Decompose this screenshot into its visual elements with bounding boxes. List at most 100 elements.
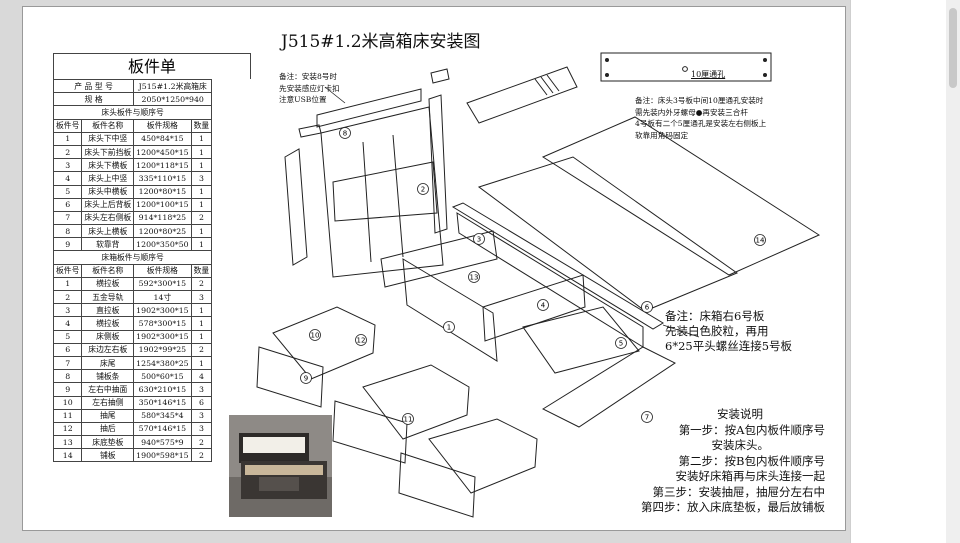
callout-leaders (324, 86, 700, 338)
spec-row: 规 格 2050*1250*940 (52, 92, 213, 107)
drawer-right (398, 418, 538, 518)
box-side-rail (451, 202, 664, 330)
callout-circle (641, 411, 653, 423)
document-page: J515#1.2米高箱床安装图 板件单 产 品 型 号 J515#1.2米高箱床… (22, 6, 846, 531)
right-sidebar (850, 0, 960, 543)
hole-label: 10厘通孔 (691, 70, 726, 79)
board3-note: 备注：床头3号板中间10厘通孔安装时 需先装内外牙螺母●再安装三合杆 4号板有二… (635, 96, 767, 140)
callout-number: 11 (404, 416, 413, 424)
part-no: 2 (52, 289, 83, 305)
bed-slat-14a (541, 116, 821, 276)
callout-number: 13 (470, 274, 479, 282)
box-pad-13b (522, 306, 640, 374)
usb-note: 备注：安装8号时 先安装感应灯卡扣 注意USB位置 (279, 72, 340, 104)
part-no: 6 (52, 197, 83, 212)
parts-list-header: 板件单 (53, 53, 251, 79)
install-step: 第三步：安装抽屉，抽屉分左右中 (652, 484, 826, 499)
callout-number: 8 (343, 130, 347, 138)
callout-circle (300, 372, 312, 384)
install-step: 安装好床箱再与床头连接一起 (675, 469, 826, 483)
callout-circle (339, 127, 351, 139)
model-value: J515#1.2米高箱床 (133, 78, 213, 94)
box-pad-13a (380, 230, 498, 288)
callout-circle (754, 234, 766, 246)
drawer-left (256, 306, 376, 408)
install-step: 第四步：放入床底垫板，最后放铺板 (641, 500, 825, 514)
scrollbar-thumb[interactable] (949, 8, 957, 88)
hole-markers (605, 58, 767, 77)
vertical-scrollbar[interactable] (946, 0, 960, 543)
part-no: 14 (52, 448, 83, 463)
headboard-section-row: 床头板件与顺序号 (52, 105, 213, 120)
headboard-section-title: 床头板件与顺序号 (52, 105, 213, 120)
callout-circle (537, 299, 549, 311)
box-divider (402, 258, 498, 362)
callout-circle (615, 337, 627, 349)
callout-circle (309, 329, 321, 341)
part-no: 10 (52, 395, 83, 410)
install-step: 第二步：按B包内板件顺序号 (678, 453, 825, 468)
callout-number: 7 (645, 414, 649, 422)
model-row: 产 品 型 号 J515#1.2米高箱床 (52, 78, 213, 94)
callout-number: 10 (311, 332, 320, 340)
part-qty: 4 (190, 369, 213, 384)
headboard-top-rail (316, 88, 422, 128)
callout-number: 6 (645, 304, 650, 312)
callout-number: 12 (357, 337, 366, 345)
headboard-assembly (284, 68, 450, 278)
part-name: 铺板 (81, 448, 135, 463)
headboard-left-side-panel (284, 148, 308, 266)
part-qty: 1 (190, 237, 213, 252)
install-heading: 安装说明 (717, 407, 763, 421)
box-cross-rail (482, 274, 586, 342)
part-qty: 2 (190, 210, 213, 226)
callout-number: 2 (421, 186, 425, 194)
part-no: 5 (52, 184, 83, 199)
part-spec: 1900*598*15 (133, 448, 192, 463)
part-no: 11 (52, 408, 83, 423)
callout-circle (355, 334, 367, 346)
spec-value: 2050*1250*940 (133, 92, 213, 107)
callout-circle (468, 271, 480, 283)
callout-circle (417, 183, 429, 195)
page-title: J515#1.2米高箱床安装图 (281, 32, 481, 52)
soft-backrest-9 (466, 66, 578, 124)
callout-number: 3 (477, 236, 481, 244)
model-label: 产 品 型 号 (52, 78, 135, 94)
bed-slat-14b (477, 156, 739, 312)
callout-circle (402, 413, 414, 425)
board-3-detail (600, 52, 772, 82)
part-spec: 1200*450*15 (133, 144, 192, 160)
callout-circle (443, 321, 455, 333)
callout-number: 5 (619, 340, 623, 348)
installation-instructions: 安装说明 第一步：按A包内板件顺序号 安装床头。 第二步：按B包内板件顺序号 安… (615, 407, 825, 516)
part-qty: 2 (190, 448, 213, 463)
callout-number: 14 (756, 237, 765, 245)
headboard-shelf (332, 161, 438, 222)
install-step: 第一步：按A包内板件顺序号 (678, 422, 825, 437)
callout-number: 1 (447, 324, 451, 332)
parts-table: 产 品 型 号 J515#1.2米高箱床 规 格 2050*1250*940 床… (52, 78, 213, 463)
drawer-middle (332, 364, 470, 464)
part-spec: 14寸 (133, 289, 192, 305)
callout-number: 4 (541, 302, 546, 310)
callout-number: 9 (304, 375, 308, 383)
install-step: 安装床头。 (711, 438, 770, 452)
headboard-frame (320, 106, 444, 278)
